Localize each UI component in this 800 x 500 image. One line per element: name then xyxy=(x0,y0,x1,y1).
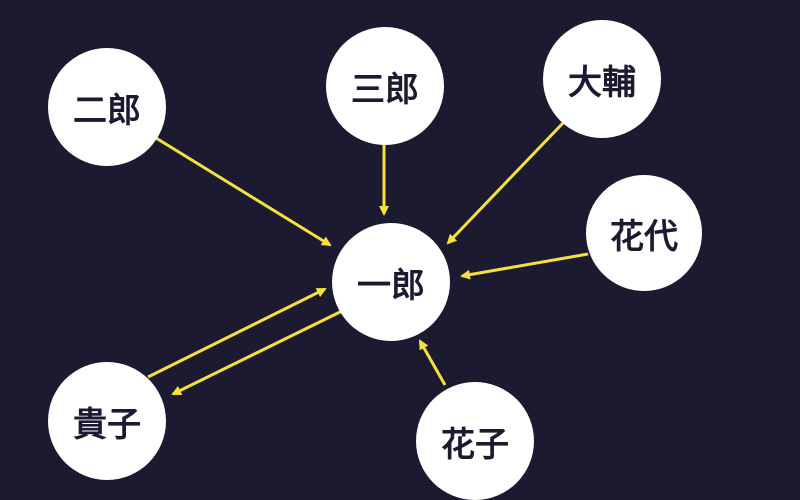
node-saburo[interactable]: 三郎 xyxy=(326,27,444,145)
node-takako[interactable]: 貴子 xyxy=(48,362,166,480)
edge-takako-to-ichiro xyxy=(147,287,327,379)
edge-hanayo-to-ichiro xyxy=(460,252,589,280)
node-saburo-label: 三郎 xyxy=(351,69,419,110)
node-hanako-label: 花子 xyxy=(441,424,509,465)
node-daisuke[interactable]: 大輔 xyxy=(543,20,661,138)
node-takako-label: 貴子 xyxy=(73,404,141,445)
node-hanayo[interactable]: 花代 xyxy=(586,175,702,291)
node-jiro-label: 二郎 xyxy=(73,90,141,131)
node-hanako[interactable]: 花子 xyxy=(416,382,534,500)
edge-jiro-to-ichiro xyxy=(155,136,332,247)
edge-hanako-to-ichiro xyxy=(418,339,447,386)
node-hanayo-label: 花代 xyxy=(610,216,678,257)
node-jiro[interactable]: 二郎 xyxy=(48,48,166,166)
node-ichiro[interactable]: 一郎 xyxy=(332,223,450,341)
node-daisuke-label: 大輔 xyxy=(568,62,636,103)
edge-daisuke-to-ichiro xyxy=(446,121,565,245)
edge-ichiro-to-takako xyxy=(171,309,343,396)
node-ichiro-label: 一郎 xyxy=(357,265,425,306)
